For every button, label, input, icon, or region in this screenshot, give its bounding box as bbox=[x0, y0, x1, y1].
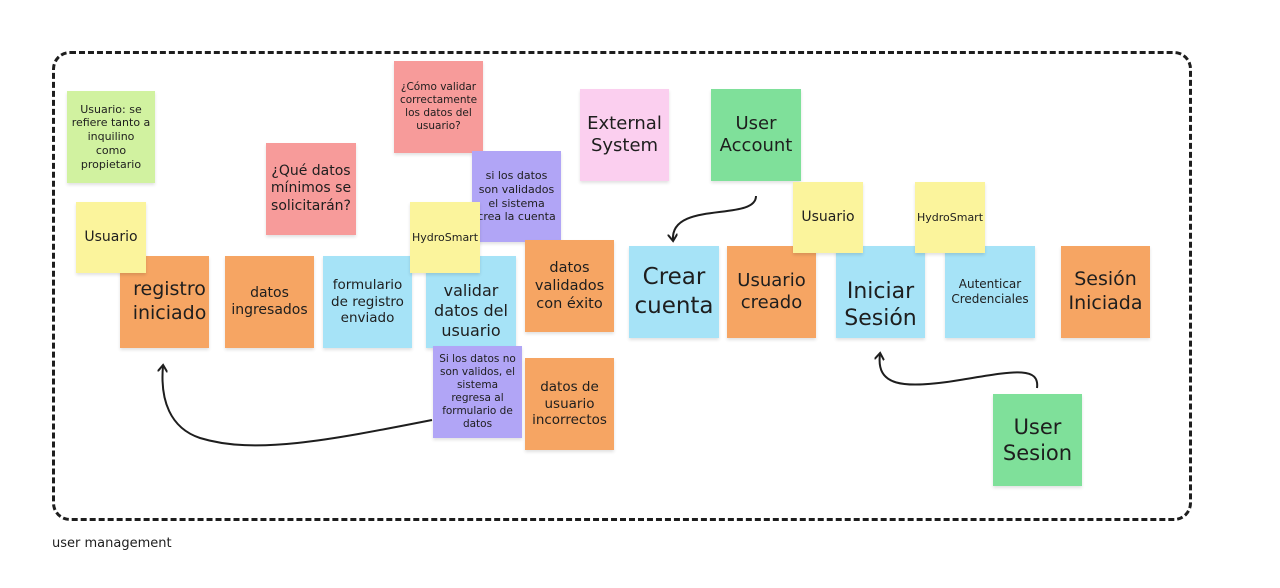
note-text: Usuario: se refiere tanto a inquilino co… bbox=[71, 102, 151, 171]
note-event-registro-iniciado[interactable]: registro iniciado bbox=[120, 256, 209, 348]
note-text: si los datos son validados el sistema cr… bbox=[477, 169, 556, 224]
note-command-autenticar[interactable]: Autenticar Credenciales bbox=[945, 246, 1035, 338]
note-user-account[interactable]: User Account bbox=[711, 89, 801, 181]
note-event-datos-incorrectos[interactable]: datos de usuario incorrectos bbox=[525, 358, 614, 450]
note-text: ¿Cómo validar correctamente los datos de… bbox=[399, 80, 478, 133]
note-text: registro iniciado bbox=[132, 278, 207, 324]
note-text: Sesión Iniciada bbox=[1068, 268, 1143, 314]
note-text: Crear cuenta bbox=[634, 264, 714, 319]
note-text: HydroSmart bbox=[411, 230, 479, 244]
note-text: HydroSmart bbox=[916, 210, 984, 224]
note-text: External System bbox=[587, 112, 662, 157]
note-policy-si-validados[interactable]: si los datos son validados el sistema cr… bbox=[472, 151, 561, 242]
note-text: Autenticar Credenciales bbox=[951, 277, 1029, 306]
note-text: validar datos del usuario bbox=[434, 281, 508, 340]
note-text: Usuario creado bbox=[737, 269, 806, 314]
note-text: Usuario bbox=[84, 228, 138, 245]
note-text: User Sesion bbox=[1002, 414, 1073, 465]
note-usuario-definition[interactable]: Usuario: se refiere tanto a inquilino co… bbox=[67, 91, 155, 183]
note-text: Iniciar Sesión bbox=[844, 278, 917, 332]
note-text: Si los datos no son validos, el sistema … bbox=[439, 352, 516, 431]
note-command-iniciar-sesion[interactable]: Iniciar Sesión bbox=[836, 246, 925, 338]
note-question-que-datos[interactable]: ¿Qué datos mínimos se solicitarán? bbox=[266, 143, 356, 235]
note-event-datos-ingresados[interactable]: datos ingresados bbox=[225, 256, 314, 348]
note-actor-usuario-2[interactable]: Usuario bbox=[793, 182, 863, 253]
note-event-usuario-creado[interactable]: Usuario creado bbox=[727, 246, 816, 338]
note-system-hydrosmart-1[interactable]: HydroSmart bbox=[410, 202, 480, 273]
note-event-sesion-iniciada[interactable]: Sesión Iniciada bbox=[1061, 246, 1150, 338]
note-actor-usuario-1[interactable]: Usuario bbox=[76, 202, 146, 273]
note-text: datos ingresados bbox=[231, 284, 308, 319]
board-frame bbox=[52, 51, 1192, 521]
note-text: formulario de registro enviado bbox=[331, 276, 404, 327]
note-text: User Account bbox=[719, 112, 793, 157]
note-command-crear-cuenta[interactable]: Crear cuenta bbox=[629, 246, 719, 338]
note-text: datos de usuario incorrectos bbox=[532, 378, 607, 429]
note-text: Usuario bbox=[801, 208, 855, 225]
note-text: ¿Qué datos mínimos se solicitarán? bbox=[270, 162, 352, 214]
note-policy-no-validos[interactable]: Si los datos no son validos, el sistema … bbox=[433, 346, 522, 438]
note-external-system[interactable]: External System bbox=[580, 89, 669, 181]
note-question-como-validar[interactable]: ¿Cómo validar correctamente los datos de… bbox=[394, 61, 483, 153]
note-command-formulario-enviado[interactable]: formulario de registro enviado bbox=[323, 256, 412, 348]
note-system-hydrosmart-2[interactable]: HydroSmart bbox=[915, 182, 985, 253]
note-text: datos validados con éxito bbox=[534, 259, 605, 313]
note-event-datos-validados[interactable]: datos validados con éxito bbox=[525, 240, 614, 332]
board-caption: user management bbox=[52, 536, 172, 551]
note-user-sesion[interactable]: User Sesion bbox=[993, 394, 1082, 486]
